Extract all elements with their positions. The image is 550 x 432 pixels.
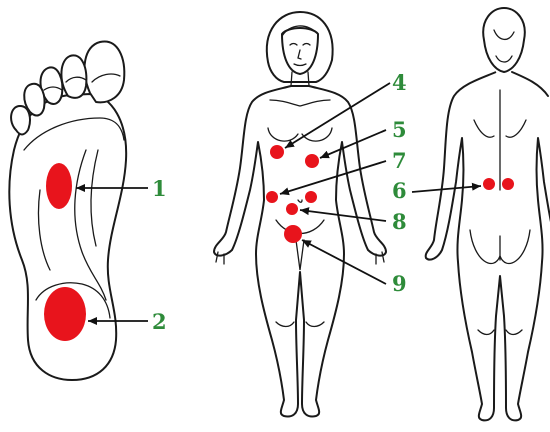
marker-point-1	[46, 163, 72, 209]
label-6: 6	[392, 178, 407, 203]
marker-point-7	[266, 191, 278, 203]
marker-point-4	[270, 145, 284, 159]
marker-point-7b	[305, 191, 317, 203]
label-1: 1	[152, 176, 167, 201]
big-toe	[85, 41, 125, 102]
marker-point-2	[44, 287, 86, 341]
front-body-illustration	[214, 12, 386, 417]
label-4: 4	[392, 70, 407, 95]
little-toe	[11, 106, 30, 135]
label-8: 8	[392, 209, 407, 234]
label-7: 7	[392, 148, 407, 173]
marker-point-9	[284, 225, 302, 243]
label-2: 2	[152, 309, 167, 334]
marker-point-6-left	[483, 178, 495, 190]
back-body-illustration	[426, 8, 550, 420]
second-toe	[61, 55, 86, 97]
marker-point-8	[286, 203, 298, 215]
label-9: 9	[392, 271, 407, 296]
marker-point-6-right	[502, 178, 514, 190]
marker-point-5	[305, 154, 319, 168]
label-5: 5	[392, 117, 407, 142]
